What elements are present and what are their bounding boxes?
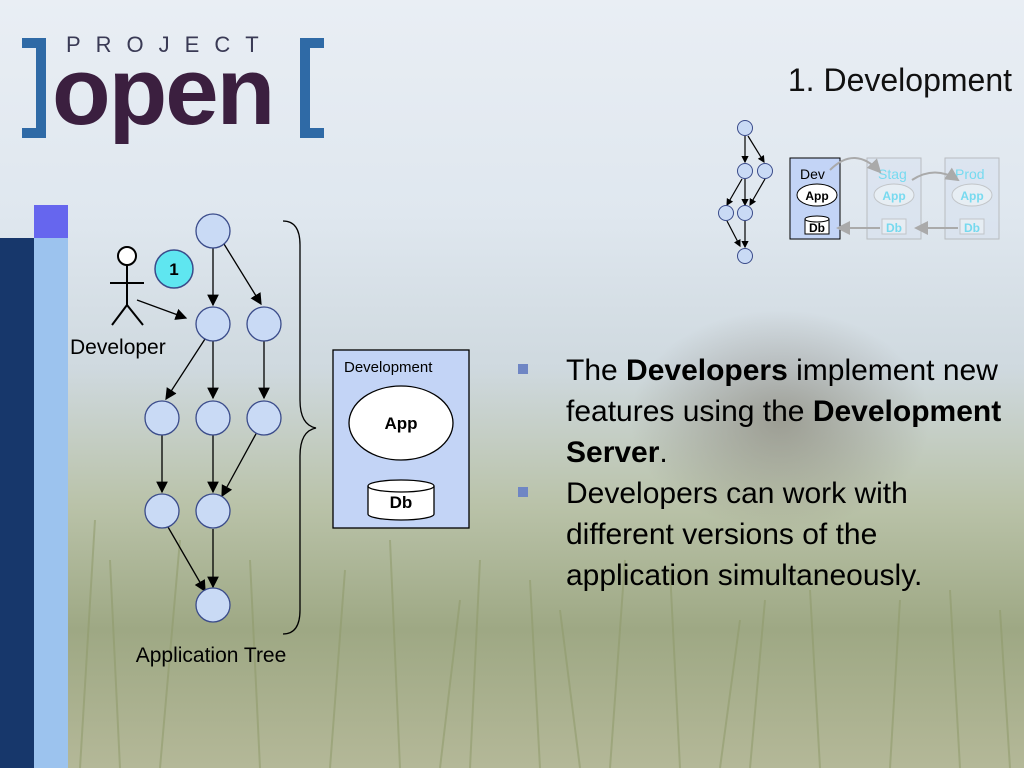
bullet-square-icon — [518, 364, 528, 374]
server-app-label: App — [384, 414, 417, 433]
tree-node — [195, 493, 231, 529]
tree-node — [246, 400, 282, 436]
bullet-1-text-post: . — [659, 436, 668, 469]
mini-stag-app: App — [882, 189, 905, 203]
tree-node — [246, 306, 282, 342]
mini-prod-app: App — [960, 189, 983, 203]
tree-node-root — [195, 213, 231, 249]
server-title: Development — [344, 359, 433, 376]
logo-left-bracket — [22, 38, 46, 138]
bullet-item: Developers can work with different versi… — [512, 473, 1002, 596]
server-db-label: Db — [390, 493, 413, 512]
stick-figure-developer — [110, 246, 144, 326]
logo-project-text: PROJECT — [66, 32, 274, 57]
mini-tree — [718, 120, 773, 264]
accent-square — [34, 205, 68, 239]
application-tree-label: Application Tree — [136, 644, 287, 667]
version-badge: 1 — [154, 249, 194, 289]
project-open-logo: PROJECT open — [18, 30, 328, 150]
bullet-1-text-mid: implement new features using the — [566, 354, 998, 428]
bullet-list: The Developers implement new features us… — [512, 350, 1002, 596]
mini-dev-app: App — [805, 189, 828, 203]
bullet-square-icon — [518, 487, 528, 497]
mini-stag-label: Stag — [878, 166, 907, 182]
left-light-bar — [34, 238, 68, 768]
bullet-1-text-pre: The — [566, 354, 627, 387]
mini-promotion-arrows — [829, 157, 960, 235]
tree-edges — [156, 243, 270, 593]
slide-title: 1. Development — [787, 62, 1012, 98]
mini-dev-db: Db — [809, 221, 825, 235]
mini-dev-label: Dev — [800, 166, 825, 182]
logo-open-text: open — [52, 38, 275, 145]
bullet-1-bold-server: Development Server — [566, 395, 1002, 469]
mini-prod-server: Prod App Db — [944, 157, 1000, 240]
tree-node — [144, 493, 180, 529]
bullet-2-text: Developers can work with different versi… — [566, 477, 923, 592]
mini-prod-label: Prod — [955, 166, 985, 182]
bullet-1-bold-developers: Developers — [626, 354, 788, 387]
mini-stag-db: Db — [886, 221, 902, 235]
badge-number: 1 — [169, 260, 178, 279]
tree-node — [195, 400, 231, 436]
development-server-box: Development App Db — [332, 349, 470, 529]
tree-node-leaf — [195, 587, 231, 623]
developer-arrow — [136, 299, 188, 320]
developer-label: Developer — [70, 336, 166, 359]
tree-node — [195, 306, 231, 342]
mini-dev-server: Dev App Db — [789, 157, 841, 240]
logo-right-bracket — [300, 38, 324, 138]
bullet-item: The Developers implement new features us… — [512, 350, 1002, 473]
mini-stag-server: Stag App Db — [866, 157, 922, 240]
mini-prod-db: Db — [964, 221, 980, 235]
left-dark-bar — [0, 238, 34, 768]
tree-brace — [282, 220, 317, 635]
tree-nodes — [144, 213, 282, 623]
tree-node — [144, 400, 180, 436]
